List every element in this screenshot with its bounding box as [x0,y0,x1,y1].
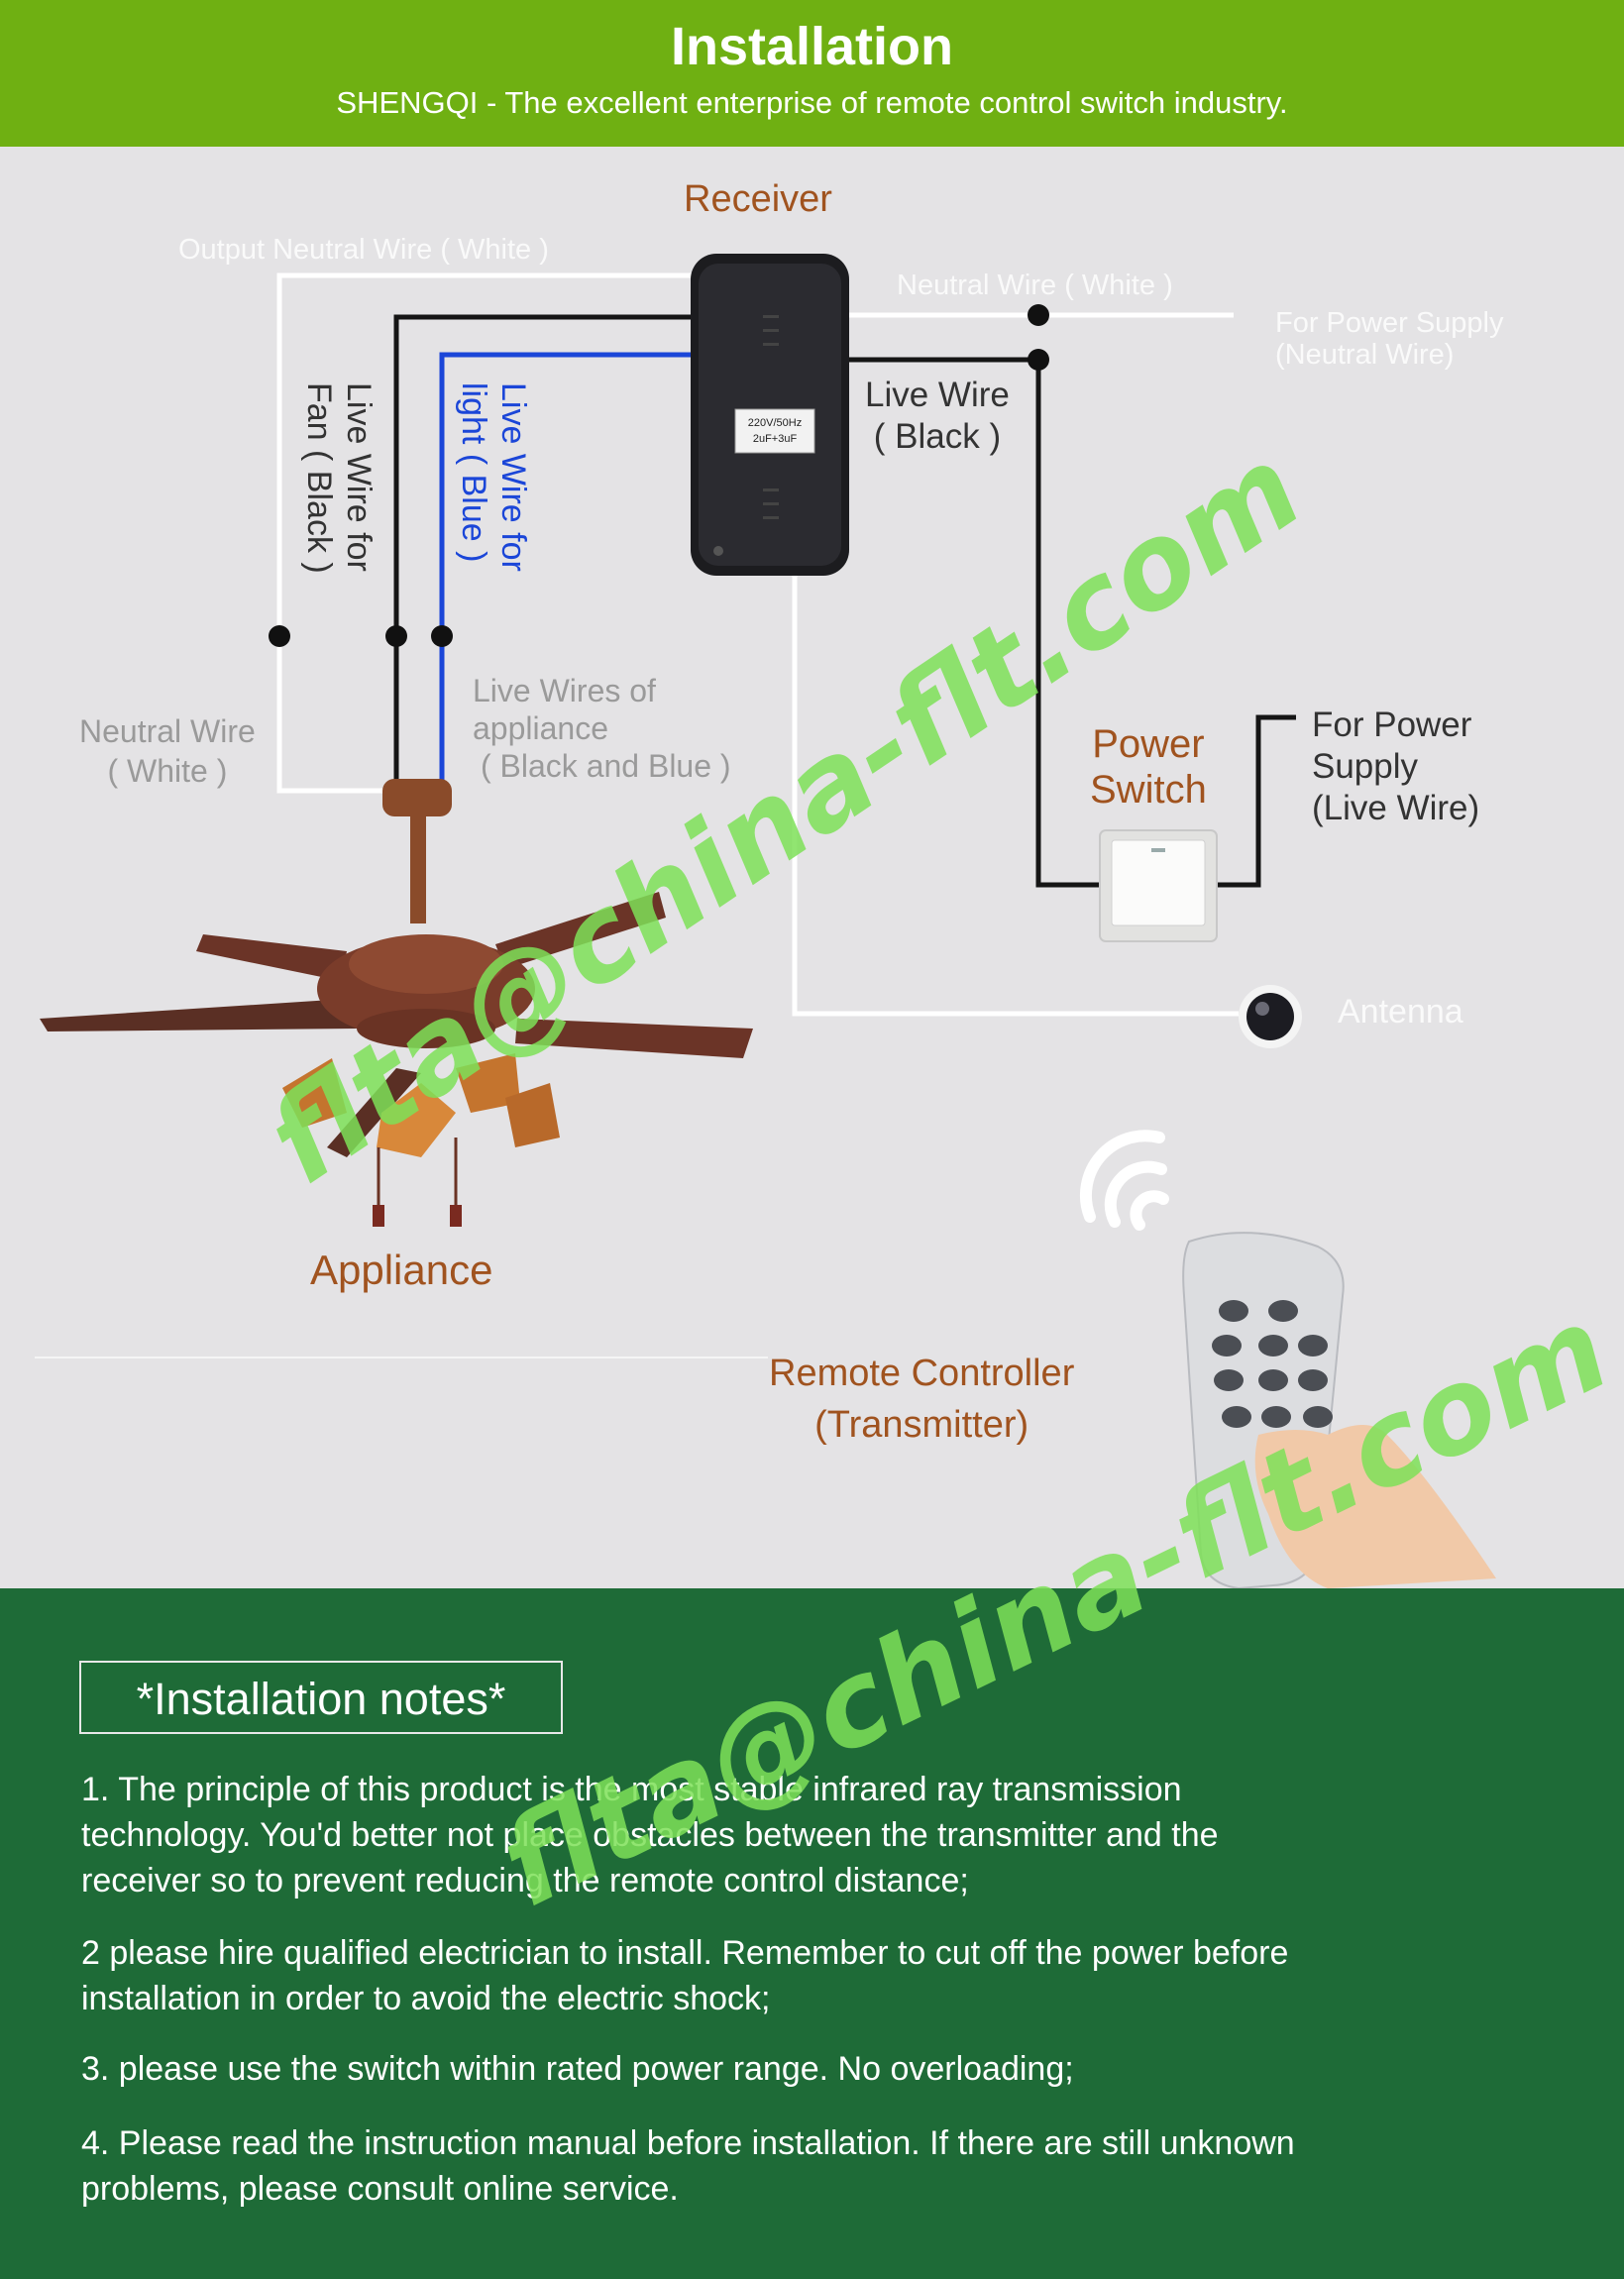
appliance-label: Appliance [310,1247,493,1293]
wiring-lines: 220V/50Hz 2uF+3uF [35,254,1496,1588]
note-item-2: 2 please hire qualified electrician to i… [81,1934,1289,2017]
installation-notes-section: *Installation notes* 1. The principle of… [0,1588,1624,2279]
header-banner: Installation SHENGQI - The excellent ent… [0,0,1624,147]
svg-text:220V/50Hz: 220V/50Hz [748,417,802,429]
live-wire-black-label: Live Wire( Black ) [865,376,1010,456]
power-switch-device [1099,829,1218,942]
antenna-label: Antenna [1338,993,1463,1031]
remote-controller-label: Remote Controller(Transmitter) [769,1353,1075,1446]
svg-text:2uF+3uF: 2uF+3uF [753,433,798,445]
receiver-unit: 220V/50Hz 2uF+3uF [691,254,849,576]
note-item-3: 3. please use the switch within rated po… [81,2050,1074,2088]
neutral-wire-top-label: Neutral Wire ( White ) [897,270,1173,301]
note-item-4: 4. Please read the instruction manual be… [81,2124,1295,2208]
wiring-diagram: 220V/50Hz 2uF+3uF [0,147,1624,1588]
page-title: Installation [670,17,954,76]
ceiling-fan-image [40,779,753,1227]
page-subtitle: SHENGQI - The excellent enterprise of re… [336,85,1288,120]
receiver-label: Receiver [684,178,832,220]
notes-heading: *Installation notes* [79,1661,563,1734]
signal-waves-icon [1080,1130,1169,1231]
remote-controller-image [1182,1232,1496,1588]
note-item-1: 1. The principle of this product is the … [81,1771,1219,1899]
output-neutral-label: Output Neutral Wire ( White ) [178,234,549,266]
neutral-white-left-label: Neutral Wire( White ) [79,713,256,789]
antenna-device [1239,985,1302,1048]
power-supply-neutral-label: For Power Supply(Neutral Wire) [1275,307,1504,371]
